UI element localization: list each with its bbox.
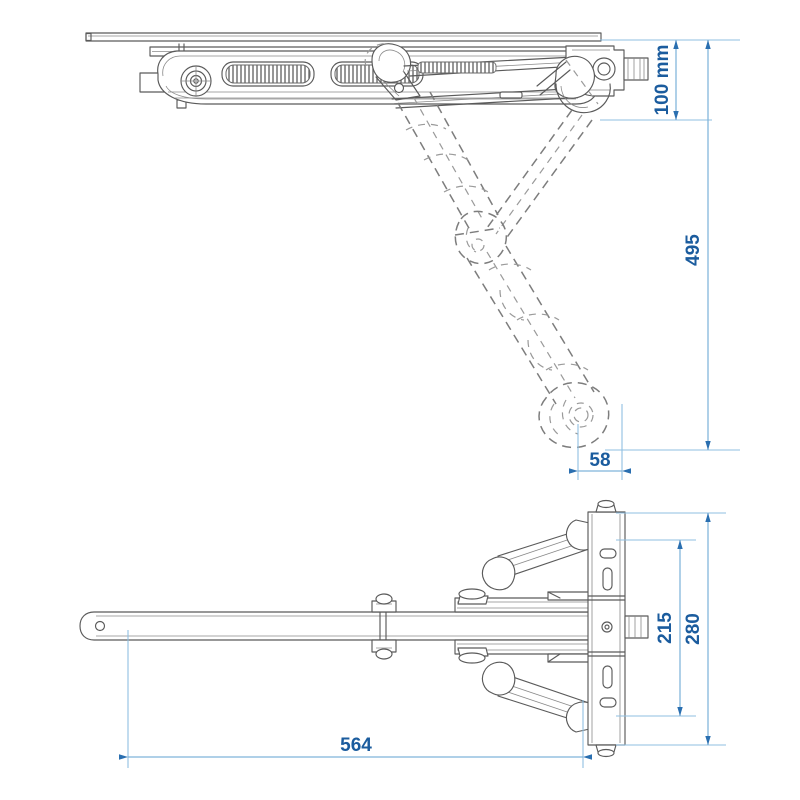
mounting-slot-3 — [602, 665, 613, 689]
plan-view: 215 280 564 — [79, 499, 726, 768]
dimension-280-label: 280 — [683, 613, 704, 645]
dimension-215-label: 215 — [655, 612, 676, 644]
side-elevation-view: 100 mm 495 58 — [85, 32, 740, 480]
plan-center-pivot — [371, 593, 397, 660]
deployed-foot-pad — [538, 381, 610, 449]
dimension-100mm-label: 100 mm — [652, 45, 673, 116]
right-head-hub — [536, 45, 649, 114]
mid-hinge-knuckle — [364, 43, 421, 101]
dimension-58: 58 — [569, 404, 631, 480]
left-pivot-boss — [180, 65, 212, 97]
dimension-58-label: 58 — [589, 450, 610, 471]
plan-arm-bar — [79, 611, 593, 641]
top-rail — [85, 32, 602, 42]
plan-lower-collar — [454, 639, 591, 663]
plan-view-dimensions: 215 280 564 — [119, 512, 726, 768]
deployed-diagonal-strut — [486, 109, 593, 241]
plan-lower-brace — [457, 647, 595, 733]
dimension-215: 215 — [616, 539, 696, 717]
plan-upper-brace — [457, 519, 595, 605]
dimension-495-label: 495 — [683, 234, 704, 266]
deployed-lower-leg — [466, 245, 595, 405]
side-view-dimensions: 100 mm 495 58 — [569, 39, 740, 480]
deployed-leg-ghost — [397, 91, 610, 449]
mounting-slot-1 — [599, 548, 617, 559]
deployed-upper-link — [397, 91, 499, 231]
deployed-knee-joint — [454, 210, 508, 265]
dimension-564: 564 — [119, 630, 592, 768]
upper-diagonal-strut — [403, 56, 579, 77]
mounting-plate — [587, 499, 649, 758]
mounting-slot-4 — [599, 697, 617, 708]
lower-link-bar — [391, 88, 571, 109]
arm-slot-left — [221, 61, 315, 87]
mounting-slot-2 — [602, 567, 613, 591]
dimension-280: 280 — [616, 512, 726, 746]
dimension-564-label: 564 — [340, 735, 372, 756]
dimension-495: 495 — [600, 39, 740, 451]
